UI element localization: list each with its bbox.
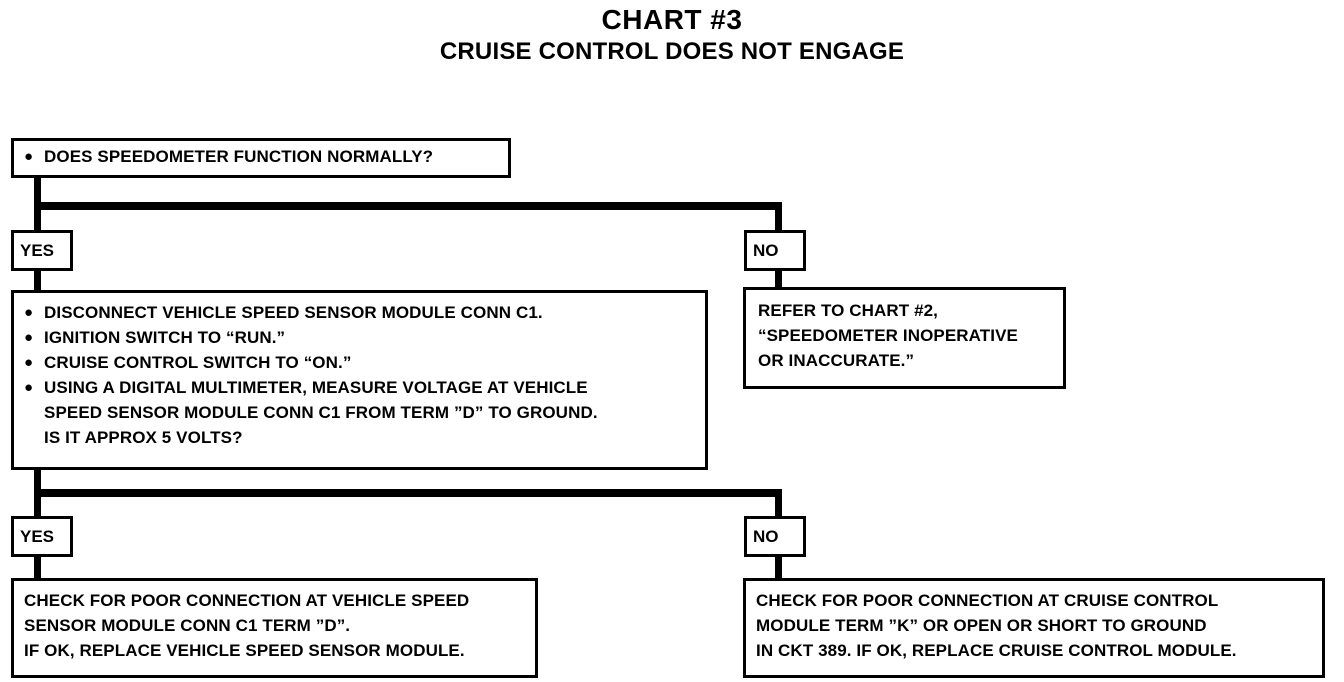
branch-yes-1-label: YES bbox=[20, 240, 55, 260]
bullet-label: USING A DIGITAL MULTIMETER, MEASURE VOLT… bbox=[44, 378, 598, 447]
connector-q2-split-bar bbox=[34, 489, 782, 497]
branch-yes-2: YES bbox=[11, 516, 73, 557]
bullet-label: DOES SPEEDOMETER FUNCTION NORMALLY? bbox=[44, 147, 434, 166]
branch-no-2-label: NO bbox=[753, 526, 779, 546]
node-question-voltage-test: ● DISCONNECT VEHICLE SPEED SENSOR MODULE… bbox=[11, 290, 708, 470]
branch-yes-2-label: YES bbox=[20, 526, 55, 546]
bullet-icon: ● bbox=[24, 148, 34, 165]
bullet-icon: ● bbox=[24, 329, 34, 346]
connector-no1-to-refer bbox=[775, 266, 782, 292]
bullet-icon: ● bbox=[24, 354, 34, 371]
branch-no-1-label: NO bbox=[753, 240, 779, 260]
chart-title: CHART #3 bbox=[601, 4, 743, 35]
node-result-speed-sensor-text: CHECK FOR POOR CONNECTION AT VEHICLE SPE… bbox=[24, 591, 470, 660]
connector-yes1-to-q2 bbox=[34, 266, 41, 292]
connector-yes2-to-result bbox=[34, 553, 41, 580]
chart-subtitle: CRUISE CONTROL DOES NOT ENGAGE bbox=[439, 38, 905, 65]
bullet-item: ● DOES SPEEDOMETER FUNCTION NORMALLY? bbox=[24, 144, 498, 169]
connector-q1-no-drop bbox=[775, 202, 782, 234]
node-result-cruise-module-text: CHECK FOR POOR CONNECTION AT CRUISE CONT… bbox=[756, 591, 1237, 660]
connector-q2-stem bbox=[34, 466, 41, 500]
connector-q2-yes-drop bbox=[34, 489, 41, 521]
node-question-speedometer: ● DOES SPEEDOMETER FUNCTION NORMALLY? bbox=[11, 138, 511, 178]
branch-yes-1: YES bbox=[11, 230, 73, 271]
node-result-cruise-module: CHECK FOR POOR CONNECTION AT CRUISE CONT… bbox=[743, 578, 1325, 678]
bullet-icon: ● bbox=[24, 304, 34, 321]
branch-no-1: NO bbox=[744, 230, 806, 271]
connector-q1-yes-drop bbox=[34, 202, 41, 234]
connector-no2-to-result bbox=[775, 553, 782, 580]
node-refer-chart-2-text: REFER TO CHART #2, “SPEEDOMETER INOPERAT… bbox=[758, 301, 1018, 370]
bullet-item: ● CRUISE CONTROL SWITCH TO “ON.” bbox=[24, 350, 695, 375]
connector-q1-stem bbox=[34, 174, 41, 208]
bullet-label: DISCONNECT VEHICLE SPEED SENSOR MODULE C… bbox=[44, 303, 543, 322]
bullet-icon: ● bbox=[24, 379, 34, 396]
connector-q2-no-drop bbox=[775, 489, 782, 521]
bullet-label: CRUISE CONTROL SWITCH TO “ON.” bbox=[44, 353, 352, 372]
bullet-label: IGNITION SWITCH TO “RUN.” bbox=[44, 328, 286, 347]
node-refer-chart-2: REFER TO CHART #2, “SPEEDOMETER INOPERAT… bbox=[743, 287, 1066, 389]
bullet-item: ● USING A DIGITAL MULTIMETER, MEASURE VO… bbox=[24, 375, 695, 450]
connector-q1-split-bar bbox=[34, 202, 782, 210]
node-result-speed-sensor: CHECK FOR POOR CONNECTION AT VEHICLE SPE… bbox=[11, 578, 538, 678]
bullet-item: ● IGNITION SWITCH TO “RUN.” bbox=[24, 325, 695, 350]
bullet-item: ● DISCONNECT VEHICLE SPEED SENSOR MODULE… bbox=[24, 300, 695, 325]
branch-no-2: NO bbox=[744, 516, 806, 557]
